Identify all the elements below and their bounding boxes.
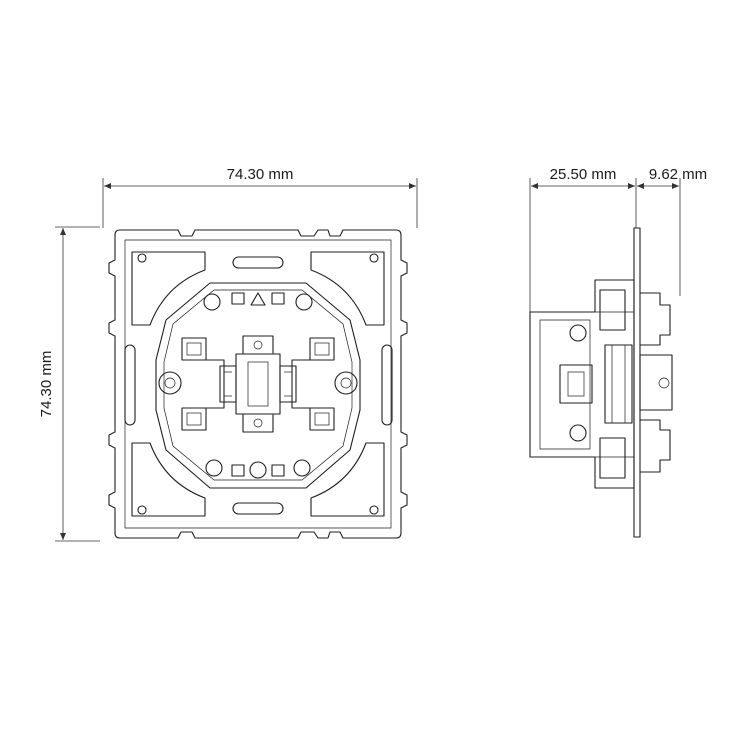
top-indicators xyxy=(203,292,313,479)
triangle-up-icon xyxy=(250,292,266,306)
front-view-outline xyxy=(108,229,408,539)
side-depth-dimension: 25.50 mm 9.62 mm xyxy=(529,166,707,312)
contact-blocks xyxy=(181,337,335,431)
mounting-slots xyxy=(124,253,393,515)
front-height-label: 74.30 mm xyxy=(38,351,55,418)
front-width-dimension: 74.30 mm xyxy=(102,166,418,228)
side-depth-label: 25.50 mm xyxy=(550,166,617,183)
front-width-label: 74.30 mm xyxy=(227,166,294,183)
side-view-outline xyxy=(529,227,673,538)
screw-terminals xyxy=(158,371,358,395)
corner-cutouts xyxy=(131,251,385,517)
side-plate-label: 9.62 mm xyxy=(649,166,707,183)
front-height-dimension: 74.30 mm xyxy=(38,226,100,542)
center-mechanism xyxy=(219,335,297,433)
central-housing xyxy=(155,282,361,489)
